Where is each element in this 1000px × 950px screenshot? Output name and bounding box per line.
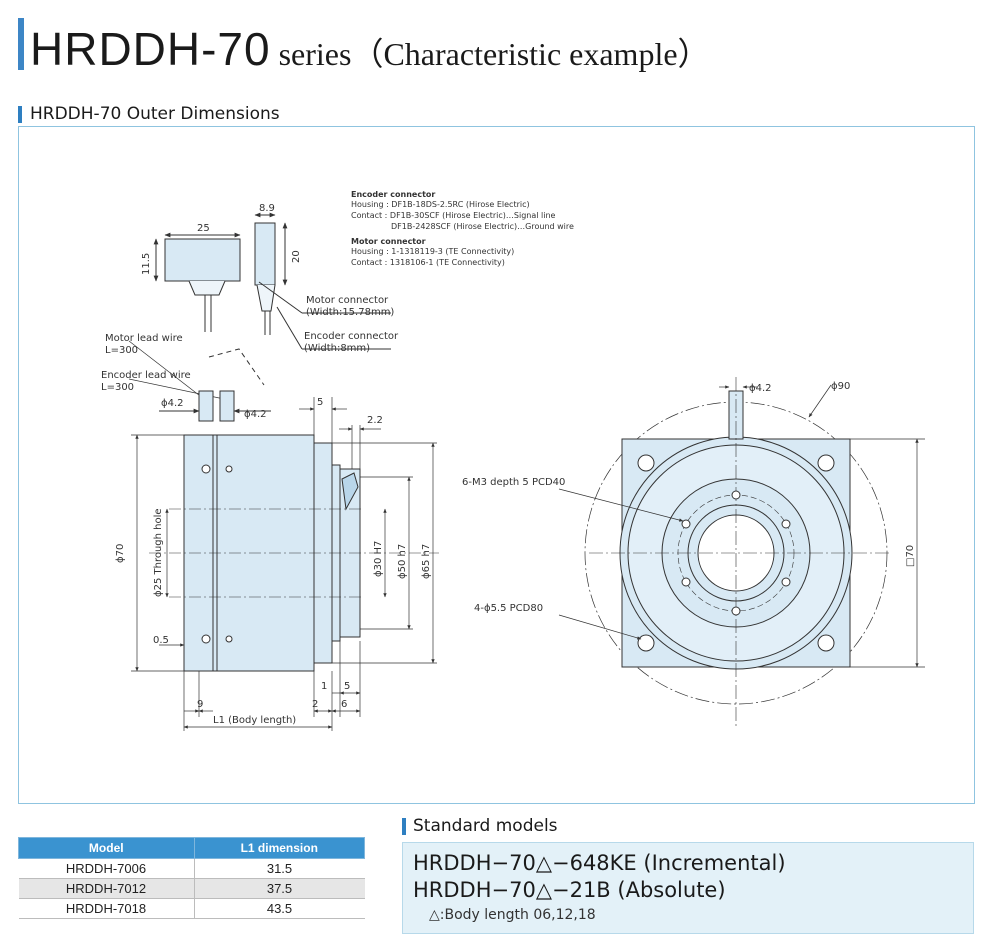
table-header-row: Model L1 dimension [18,837,365,859]
motor-connector-heading: Motor connector [351,237,426,246]
dim-5-top: 5 [317,397,323,408]
encoder-lead-wire-label: Encoder lead wire [101,370,191,381]
connector-height-dim: 11.5 [141,253,152,275]
side-view [128,340,439,731]
connector-width-dim: 25 [197,223,210,234]
phi65-label: ϕ65 h7 [421,544,432,579]
l1-dimension-table: Model L1 dimension HRDDH-7006 31.5 HRDDH… [18,837,365,919]
table-cell-model: HRDDH-7012 [18,878,194,899]
dim-5-bottom: 5 [344,681,350,692]
motor-lead-wire-label: Motor lead wire [105,333,183,344]
dim-9: 9 [197,699,203,710]
standard-models-accent-bar [402,818,406,835]
dimension-drawing: Encoder connector Housing : DF1B-18DS-2.… [18,126,975,804]
title-accent-bar [18,18,24,70]
encoder-contact-note-2: DF1B-2428SCF (Hirose Electric)…Ground wi… [391,222,574,231]
section-title-dimensions: HRDDH-70 Outer Dimensions [30,104,280,124]
phi42-right-label: ϕ4.2 [244,409,267,420]
motor-contact-note: Contact : 1318106-1 (TE Connectivity) [351,258,505,267]
through-hole-label: ϕ25 Through hole [153,508,164,597]
standard-model-incremental: HRDDH−70△−648KE (Incremental) [413,851,786,875]
table-cell-l1: 37.5 [193,878,365,899]
encoder-contact-note-1: Contact : DF1B-30SCF (Hirose Electric)…S… [351,211,556,220]
connector-side-height-dim: 20 [291,250,302,263]
encoder-connector-width: (Width:8mm) [304,343,370,354]
motor-housing-note: Housing : 1-1318119-3 (TE Connectivity) [351,247,514,256]
encoder-lead-wire-length: L=300 [101,382,134,393]
phi70-side-label: ϕ70 [115,544,126,563]
connector-side-width-dim: 8.9 [259,203,275,214]
standard-models-box: HRDDH−70△−648KE (Incremental) HRDDH−70△−… [402,842,974,934]
side-view-labels: ϕ4.2 ϕ4.2 5 2.2 ϕ70 ϕ25 Through hole ϕ30… [115,397,432,726]
phi90-label: ϕ90 [831,381,850,392]
dim-2: 2 [312,699,318,710]
dim-1: 1 [321,681,327,692]
front-phi42-label: ϕ4.2 [749,383,772,394]
page-title-main: HRDDH-70 [30,23,271,75]
table-cell-model: HRDDH-7018 [18,898,194,919]
mount-holes-label: 4-ϕ5.5 PCD80 [474,603,543,614]
l1-body-length-label: L1 (Body length) [213,715,296,726]
table-cell-l1: 31.5 [193,858,365,879]
phi50-label: ϕ50 h7 [397,544,408,579]
tapped-holes-label: 6-M3 depth 5 PCD40 [462,477,565,488]
table-header-model: Model [18,837,195,859]
connector-labels: 25 11.5 8.9 20 Motor connector (Width:15… [101,203,399,393]
phi30-label: ϕ30 H7 [373,541,384,577]
table-row: HRDDH-7012 37.5 [18,878,365,899]
table-row: HRDDH-7018 43.5 [18,898,365,919]
dim-6: 6 [341,699,347,710]
encoder-connector-heading: Encoder connector [351,190,435,199]
motor-lead-wire-length: L=300 [105,345,138,356]
page-title-sub: series（Characteristic example） [270,36,710,72]
body-length-note: △:Body length 06,12,18 [429,907,596,923]
dim-2-2: 2.2 [367,415,383,426]
motor-connector-width: (Width:15.78mm) [306,307,394,318]
front-view [558,377,925,727]
connector-notes: Encoder connector Housing : DF1B-18DS-2.… [351,190,574,267]
encoder-housing-note: Housing : DF1B-18DS-2.5RC (Hirose Electr… [351,200,530,209]
section-title-standard-models: Standard models [413,816,558,836]
table-header-l1: L1 dimension [193,837,365,859]
phi42-left-label: ϕ4.2 [161,398,184,409]
table-cell-model: HRDDH-7006 [18,858,194,879]
page-title: HRDDH-70 series（Characteristic example） [30,22,710,76]
encoder-connector-label: Encoder connector [304,331,399,342]
section-accent-bar [18,106,22,123]
drawing-canvas: Encoder connector Housing : DF1B-18DS-2.… [101,190,925,731]
square70-label: □70 [905,545,916,567]
table-row: HRDDH-7006 31.5 [18,858,365,879]
dim-0-5: 0.5 [153,635,169,646]
table-cell-l1: 43.5 [193,898,365,919]
connector-detail [153,212,391,386]
standard-model-absolute: HRDDH−70△−21B (Absolute) [413,878,726,902]
motor-connector-label: Motor connector [306,295,389,306]
front-view-labels: ϕ4.2 ϕ90 6-M3 depth 5 PCD40 4-ϕ5.5 PCD80… [462,381,916,614]
